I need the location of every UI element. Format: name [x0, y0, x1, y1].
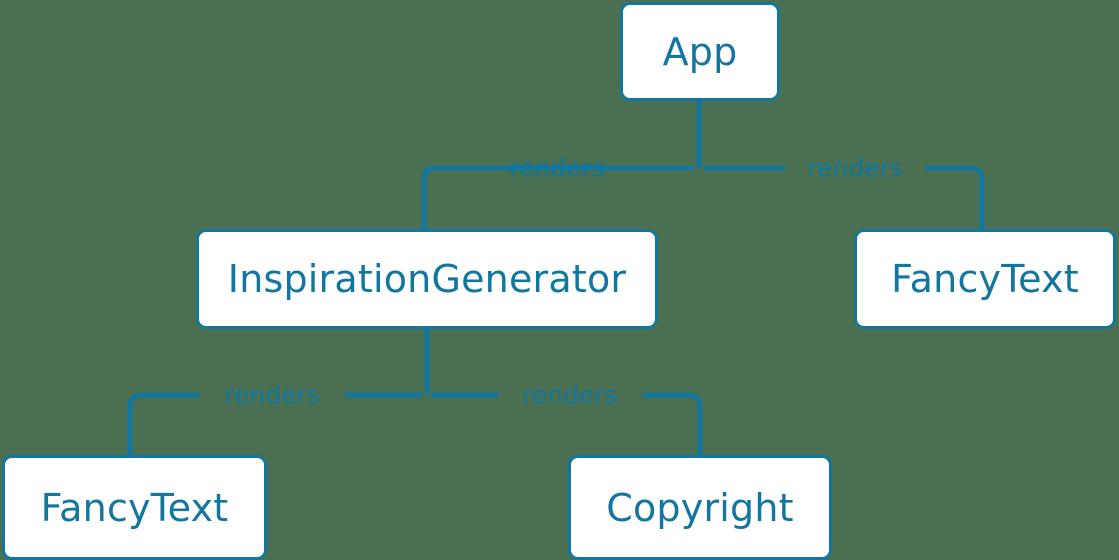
- edge-label-inspirationgenerator-to-fancytext: renders: [224, 380, 320, 410]
- edge-label-app-to-fancytext-right: renders: [807, 153, 903, 183]
- node-inspirationgenerator[interactable]: InspirationGenerator: [196, 229, 658, 329]
- node-app-label: App: [662, 29, 738, 74]
- edge-label-app-to-inspirationgenerator: renders: [509, 153, 605, 183]
- edge-label-inspirationgenerator-to-copyright: renders: [522, 380, 618, 410]
- node-fancytext-right-label: FancyText: [891, 257, 1079, 301]
- edge-app-to-fancytext-right: [704, 165, 985, 229]
- node-copyright[interactable]: Copyright: [568, 455, 832, 560]
- node-copyright-label: Copyright: [606, 485, 794, 530]
- edge-inspirationgenerator-to-fancytext: [127, 392, 422, 455]
- node-app[interactable]: App: [620, 2, 780, 101]
- node-fancytext-bottom[interactable]: FancyText: [2, 455, 267, 560]
- edge-app-to-inspirationgenerator: [421, 165, 694, 229]
- node-inspirationgenerator-label: InspirationGenerator: [227, 257, 627, 301]
- node-fancytext-right[interactable]: FancyText: [854, 229, 1116, 329]
- edge-inspirationgenerator-to-copyright: [432, 392, 703, 455]
- node-fancytext-bottom-label: FancyText: [40, 485, 229, 530]
